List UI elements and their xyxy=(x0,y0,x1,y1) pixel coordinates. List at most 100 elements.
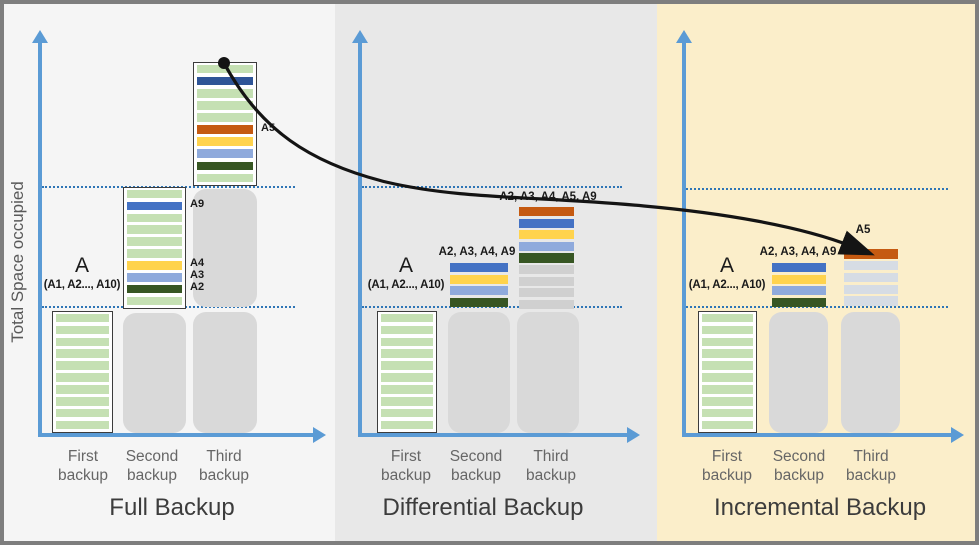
data-block-stripe-green xyxy=(127,189,182,199)
occupied-space-block xyxy=(123,313,186,433)
data-block-stripe-green xyxy=(381,385,433,394)
panel-title: Differential Backup xyxy=(382,494,584,521)
data-block-stripe-green xyxy=(702,373,753,382)
stack-contents-label: A2, A3, A4, A5, A9 xyxy=(499,191,597,203)
x-axis-line xyxy=(682,433,952,437)
data-block-stripe-blue xyxy=(519,218,574,228)
block-set-sublabel: (A1, A2..., A10) xyxy=(367,279,445,291)
block-set-label: A xyxy=(74,254,90,277)
data-block-stripe-green xyxy=(381,349,433,358)
column-label: Third backup xyxy=(846,448,896,484)
stripe-label-A5: A5 xyxy=(261,121,276,134)
data-block-stripe-bluegray xyxy=(844,261,898,271)
column-label: Second backup xyxy=(125,448,179,484)
data-block-stripe-green xyxy=(56,385,109,394)
y-axis-arrow-icon xyxy=(352,30,368,43)
data-block-stripe-darkgreen xyxy=(197,161,253,171)
data-block-stripe-green xyxy=(127,213,182,222)
y-axis-line xyxy=(682,41,686,437)
data-block-stripe-darkgreen xyxy=(127,284,182,294)
y-axis-arrow-icon xyxy=(676,30,692,43)
panel-title: Full Backup xyxy=(109,494,235,521)
stripe-label-A4: A4 xyxy=(190,257,205,270)
occupied-space-block xyxy=(448,312,510,433)
data-block-stripe-blue xyxy=(450,263,508,273)
block-set-label: A xyxy=(398,254,414,277)
backup-stack xyxy=(772,262,826,308)
data-block-stripe-green xyxy=(702,337,753,346)
data-block-stripe-blue xyxy=(127,201,182,211)
dotted-space-level-line-1 xyxy=(362,186,622,188)
data-block-stripe-green xyxy=(127,249,182,258)
data-block-stripe-green xyxy=(56,349,109,358)
data-block-stripe-green xyxy=(127,237,182,246)
data-block-stripe-orange xyxy=(844,249,898,259)
x-axis-line xyxy=(38,433,314,437)
panel-title: Incremental Backup xyxy=(713,494,927,521)
data-block-stripe-green xyxy=(702,325,753,335)
data-block-stripe-green xyxy=(127,225,182,234)
data-block-stripe-darkgreen xyxy=(772,297,826,307)
column-label: Second backup xyxy=(449,448,503,484)
column-label: First backup xyxy=(381,448,431,484)
stack-contents-label: A2, A3, A4, A9 xyxy=(759,246,837,258)
data-block-stripe-green xyxy=(702,361,753,370)
data-block-stripe-navy xyxy=(197,76,253,86)
occupied-space-block xyxy=(517,312,579,433)
data-block-stripe-yellow xyxy=(450,274,508,284)
data-block-stripe-green xyxy=(381,361,433,370)
y-axis-arrow-icon xyxy=(32,30,48,43)
data-block-stripe-bluegray xyxy=(844,296,898,306)
data-block-stripe-green xyxy=(56,408,109,418)
column-label: Second backup xyxy=(772,448,826,484)
data-block-stripe-green xyxy=(56,313,109,323)
data-block-stripe-periwinkle xyxy=(197,149,253,159)
backup-bar xyxy=(52,311,113,433)
column-label: Third backup xyxy=(199,448,249,484)
data-block-stripe-orange xyxy=(197,125,253,134)
data-block-stripe-bluegray xyxy=(844,272,898,283)
data-block-stripe-green xyxy=(56,420,109,430)
data-block-stripe-green xyxy=(381,313,433,323)
data-block-stripe-periwinkle xyxy=(127,273,182,282)
data-block-stripe-darkgreen xyxy=(450,297,508,307)
data-block-stripe-green xyxy=(56,337,109,346)
data-block-stripe-green xyxy=(381,337,433,346)
data-block-stripe-gray xyxy=(519,288,574,298)
x-axis-arrow-icon xyxy=(627,427,640,443)
data-block-stripe-periwinkle xyxy=(450,286,508,296)
stack-contents-label: A5 xyxy=(855,224,871,236)
dotted-space-level-line-2 xyxy=(686,306,948,308)
data-block-stripe-green xyxy=(702,313,753,323)
stripe-label-A3: A3 xyxy=(190,269,205,282)
data-block-stripe-green xyxy=(702,420,753,430)
block-set-sublabel: (A1, A2..., A10) xyxy=(688,279,766,291)
data-block-stripe-green xyxy=(56,397,109,406)
data-block-stripe-green xyxy=(702,349,753,358)
data-block-stripe-gray xyxy=(519,299,574,309)
occupied-space-block xyxy=(769,312,828,433)
data-block-stripe-gray xyxy=(519,264,574,275)
data-block-stripe-green xyxy=(381,325,433,335)
data-block-stripe-yellow xyxy=(519,230,574,240)
data-block-stripe-green xyxy=(197,88,253,98)
column-label: First backup xyxy=(702,448,752,484)
backup-bar xyxy=(377,311,437,433)
column-label: First backup xyxy=(58,448,108,484)
data-block-stripe-periwinkle xyxy=(519,241,574,251)
data-block-stripe-green xyxy=(127,296,182,306)
data-block-stripe-green xyxy=(381,420,433,430)
occupied-space-block xyxy=(841,312,900,433)
data-block-stripe-green xyxy=(702,397,753,406)
data-block-stripe-green xyxy=(702,408,753,418)
y-axis-line xyxy=(38,41,42,437)
column-label: Third backup xyxy=(526,448,576,484)
data-block-stripe-green xyxy=(56,361,109,370)
backup-bar xyxy=(698,311,757,433)
backup-stack xyxy=(450,262,508,308)
data-block-stripe-green xyxy=(702,385,753,394)
backup-stack xyxy=(519,206,574,310)
data-block-stripe-blue xyxy=(772,263,826,273)
x-axis-arrow-icon xyxy=(313,427,326,443)
data-block-stripe-green xyxy=(197,101,253,110)
